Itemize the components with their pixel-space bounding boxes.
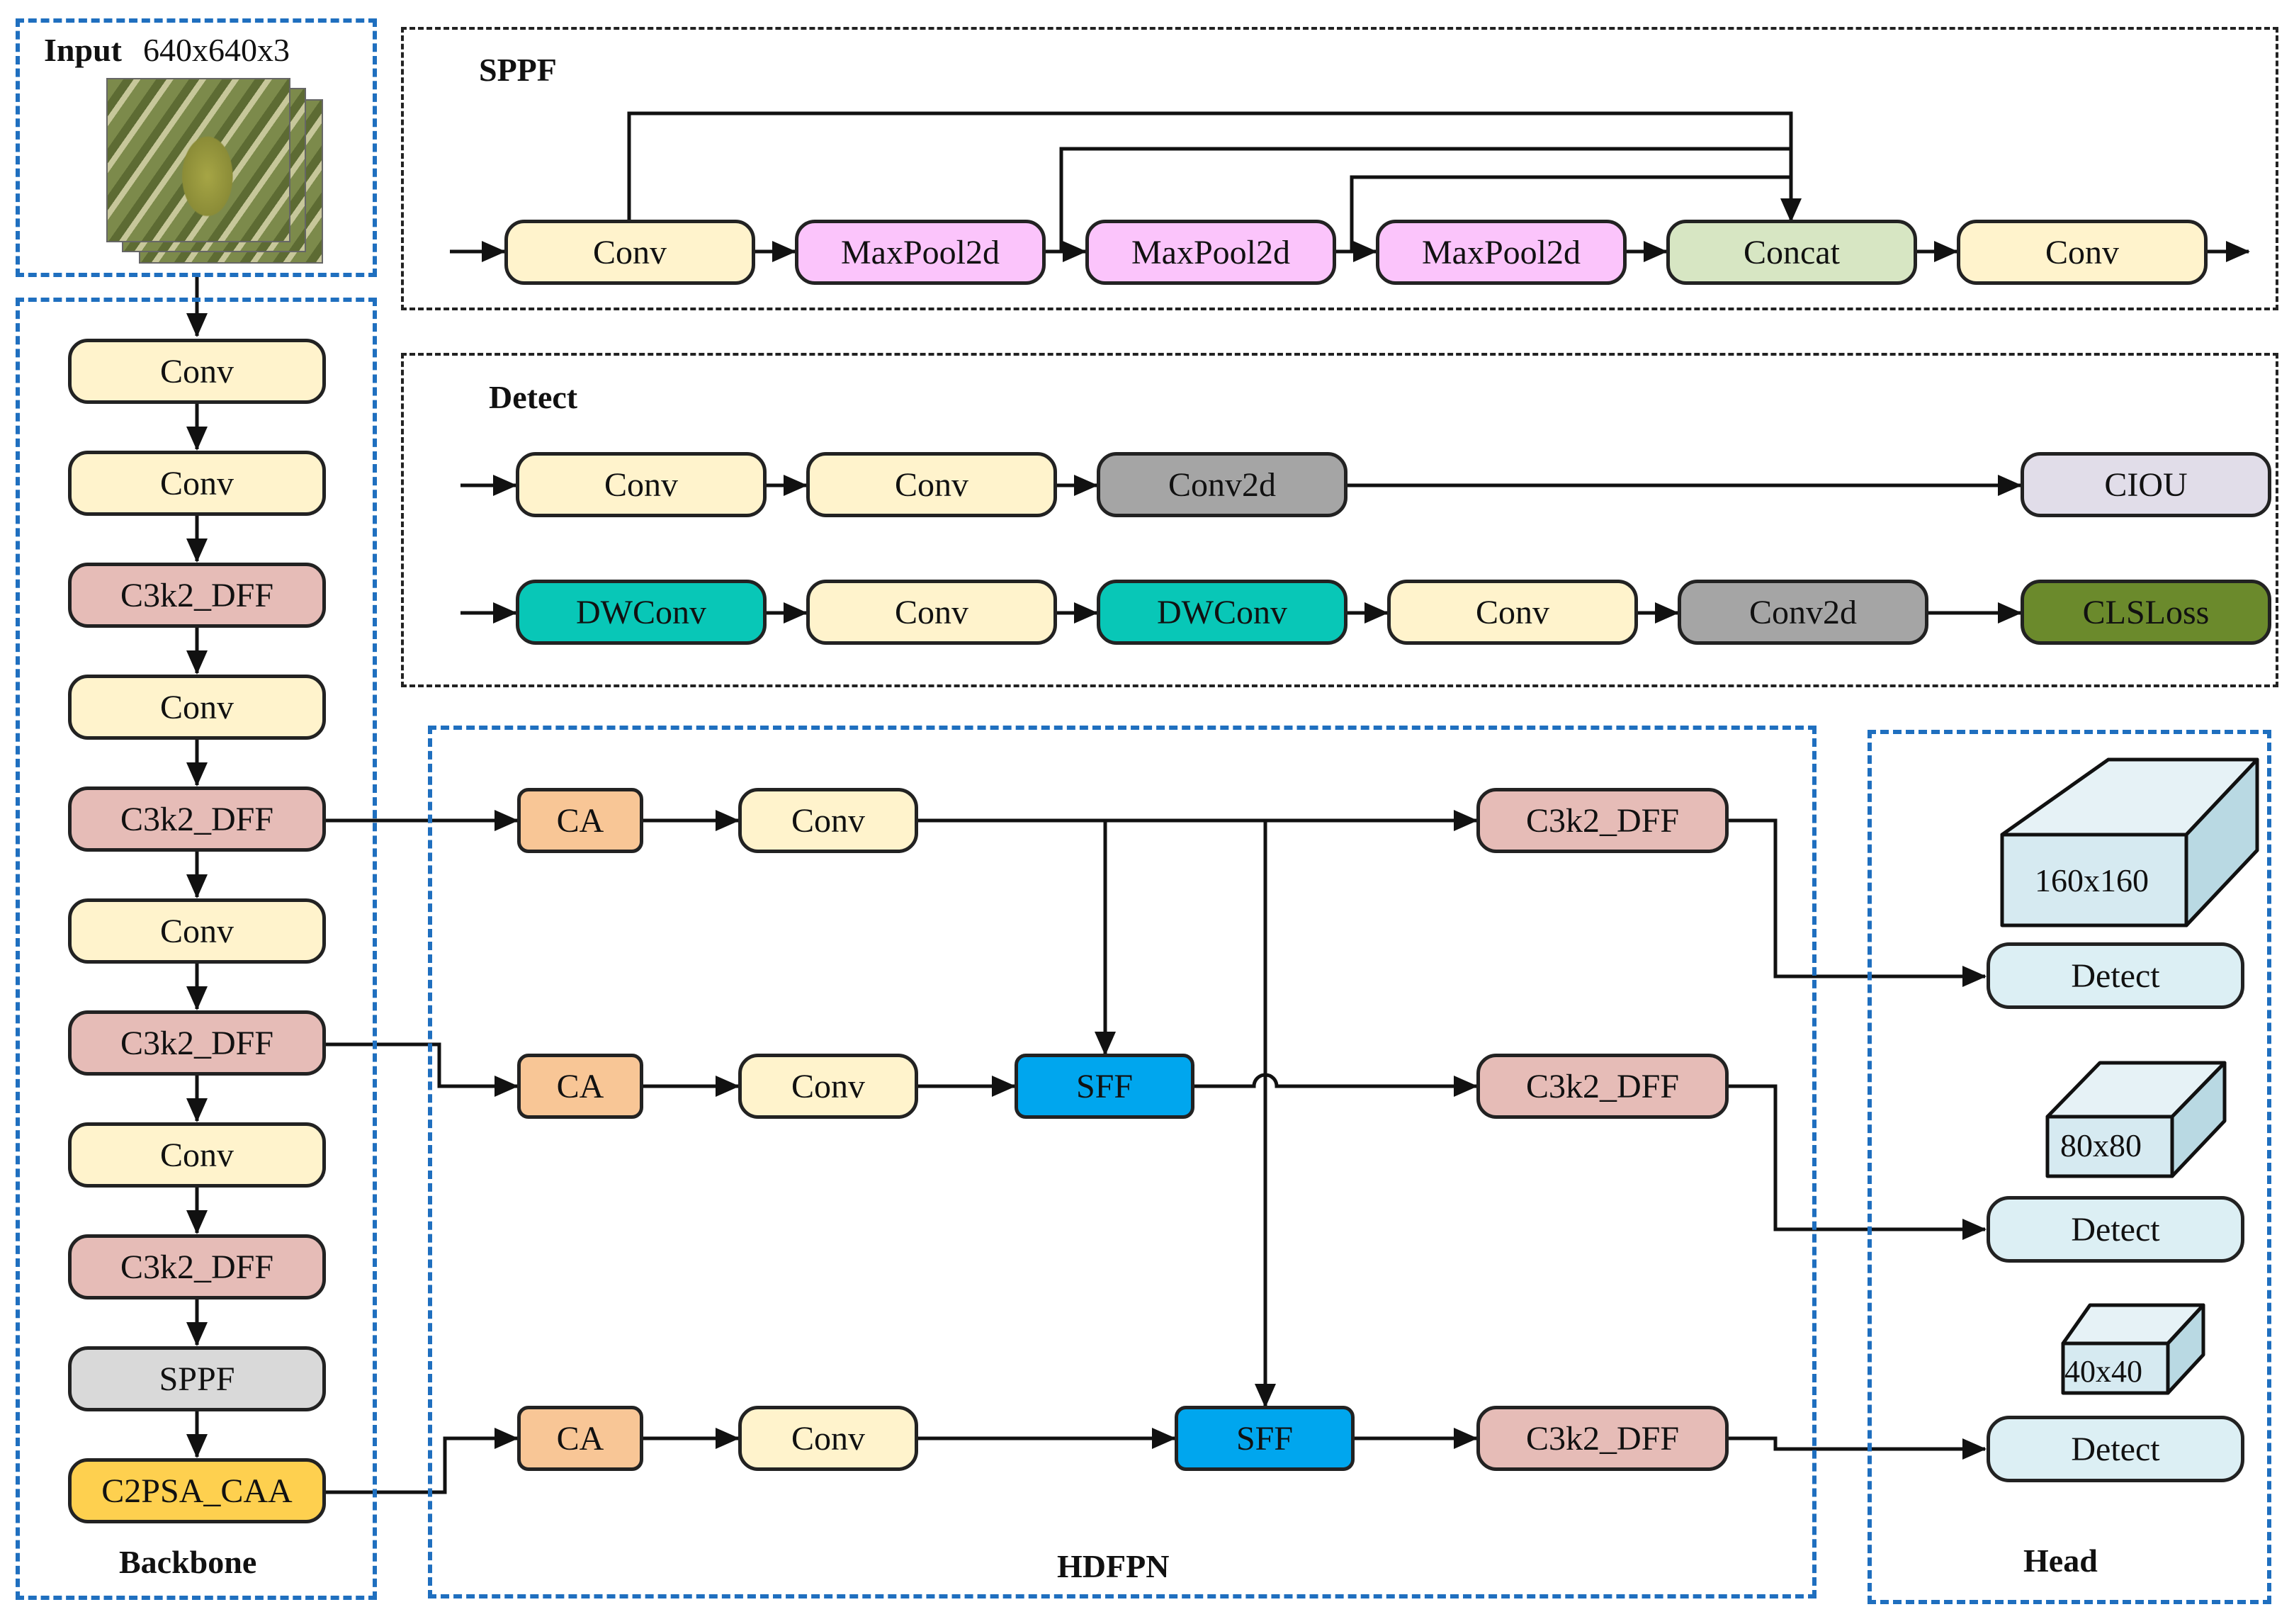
wire-c3k2-3-to-detect3 [1729,1436,1987,1460]
backbone-conv-4: Conv [68,898,326,964]
hdfpn-title: HDFPN [1057,1548,1170,1584]
head-detect-3: Detect [1987,1416,2244,1482]
detect-row1-conv-1: Conv [516,452,767,517]
wire-c3k2-2-to-detect2 [1729,1084,1987,1240]
sppf-maxpool2d-2: MaxPool2d [1085,220,1336,285]
detect-row1-conv-2: Conv [806,452,1057,517]
hdfpn-row1-c3k2-dff: C3k2_DFF [1476,788,1729,853]
cube-160x160 [2000,757,2259,927]
head-region [1868,730,2271,1604]
head-scale-40: 40x40 [2064,1354,2142,1389]
backbone-c3k2-dff-4: C3k2_DFF [68,1234,326,1299]
input-image-front [106,78,290,242]
sppf-concat: Concat [1666,220,1917,285]
backbone-title: Backbone [119,1544,257,1580]
head-scale-160: 160x160 [2035,862,2149,898]
detect-region [401,353,2278,687]
head-detect-1: Detect [1987,942,2244,1009]
detect-row2-clsloss: CLSLoss [2021,580,2271,645]
detect-row2-conv-1: Conv [806,580,1057,645]
wire-bb11-to-ca3 [326,1428,519,1494]
detect-title: Detect [489,379,578,415]
detect-row2-dwconv-2: DWConv [1097,580,1347,645]
hdfpn-row3-ca: CA [517,1406,643,1471]
wire-sppf-skip-mp2 [1350,175,1791,252]
detect-row2-dwconv-1: DWConv [516,580,767,645]
wire-c3k2-1-to-detect1 [1729,818,1987,987]
hdfpn-row2-ca: CA [517,1054,643,1119]
hdfpn-row2-conv: Conv [738,1054,918,1119]
backbone-c3k2-dff-3: C3k2_DFF [68,1010,326,1076]
backbone-conv-5: Conv [68,1122,326,1188]
backbone-conv-2: Conv [68,451,326,516]
head-title: Head [2023,1543,2098,1579]
arrow-sff1-c3k2-2 [1194,1073,1478,1097]
sppf-region [401,27,2278,310]
hdfpn-row2-c3k2-dff: C3k2_DFF [1476,1054,1729,1119]
input-title: Input [44,32,122,68]
sppf-title: SPPF [479,52,557,88]
backbone-c3k2-dff-1: C3k2_DFF [68,563,326,628]
backbone-sppf: SPPF [68,1346,326,1411]
input-label: Input 640x640x3 [44,31,290,69]
detect-row1-ciou: CIOU [2021,452,2271,517]
hdfpn-row1-conv: Conv [738,788,918,853]
hdfpn-row3-sff: SFF [1175,1406,1355,1471]
wire-sppf-skip-mp1 [1059,147,1791,252]
sppf-maxpool2d-1: MaxPool2d [795,220,1046,285]
hdfpn-region [428,726,1816,1598]
cube-40x40 [2061,1303,2205,1395]
cube-80x80 [2045,1061,2227,1178]
sppf-conv-out: Conv [1957,220,2208,285]
backbone-conv-1: Conv [68,339,326,404]
sppf-maxpool2d-3: MaxPool2d [1376,220,1627,285]
detect-row1-conv2d: Conv2d [1097,452,1347,517]
hdfpn-row1-ca: CA [517,788,643,853]
input-region [16,18,377,277]
hdfpn-row3-conv: Conv [738,1406,918,1471]
detect-row2-conv-2: Conv [1387,580,1638,645]
wire-bb7-to-ca2 [326,1042,519,1097]
head-scale-80: 80x80 [2060,1127,2142,1163]
head-detect-2: Detect [1987,1196,2244,1263]
backbone-c2psa-caa: C2PSA_CAA [68,1458,326,1523]
input-size: 640x640x3 [142,32,290,68]
detect-row2-conv2d: Conv2d [1678,580,1928,645]
hdfpn-row2-sff: SFF [1015,1054,1194,1119]
backbone-region [16,298,377,1600]
backbone-conv-3: Conv [68,675,326,740]
hdfpn-row3-c3k2-dff: C3k2_DFF [1476,1406,1729,1471]
wire-sppf-skip-conv [627,111,1802,222]
sppf-conv-in: Conv [504,220,755,285]
backbone-c3k2-dff-2: C3k2_DFF [68,786,326,852]
